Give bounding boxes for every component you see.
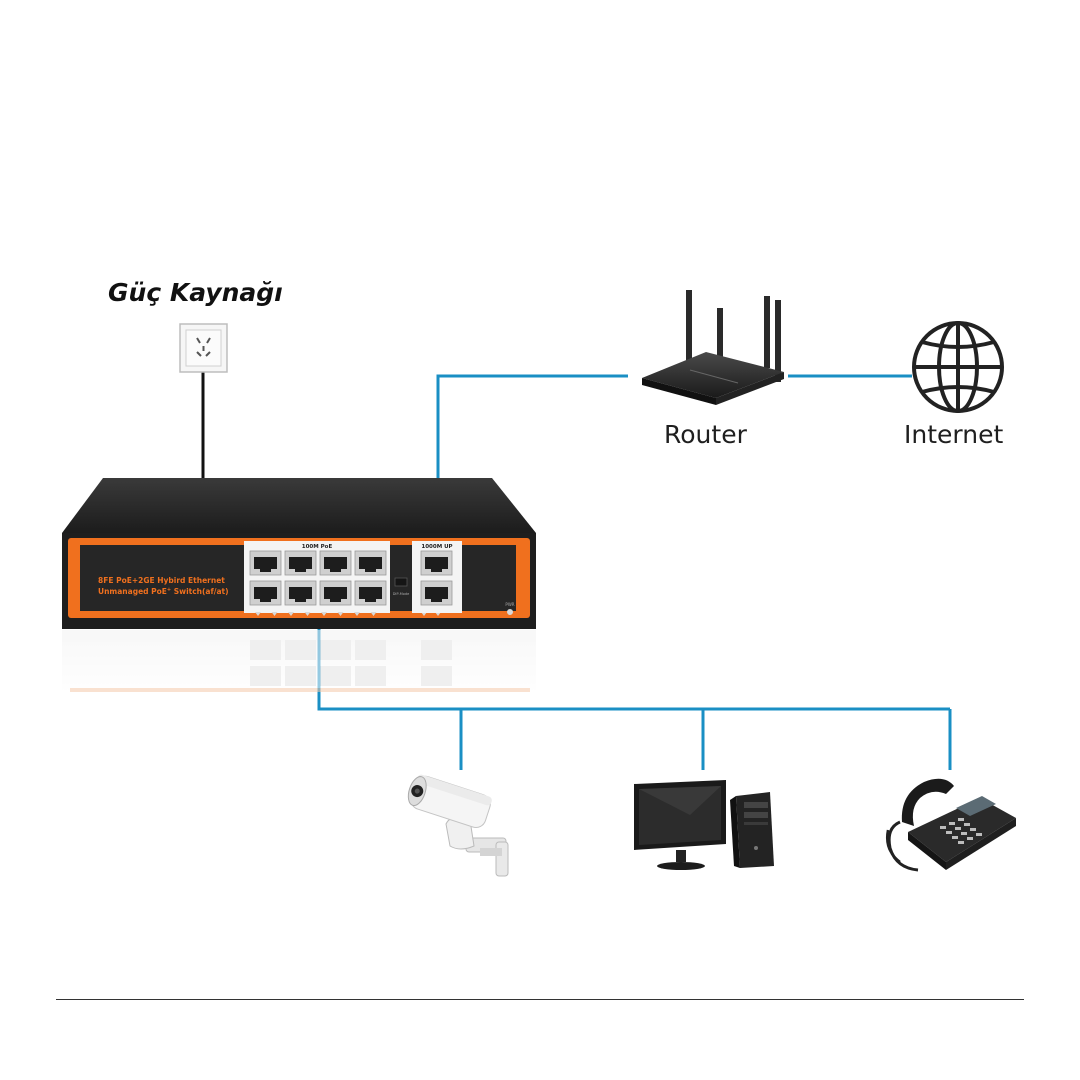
- phone-key: [958, 818, 964, 821]
- dip-mode-switch[interactable]: [394, 577, 408, 587]
- poe-port-6[interactable]: [284, 580, 317, 606]
- poe-port-8[interactable]: [354, 580, 387, 606]
- poe-port-3[interactable]: [319, 550, 352, 576]
- internet-label: Internet: [904, 420, 1004, 449]
- power-outlet-icon: [179, 323, 228, 373]
- phone-key: [949, 822, 955, 825]
- port-led: [321, 612, 327, 616]
- phone-key: [955, 827, 961, 830]
- switch-model-line-2: Unmanaged PoE+ Switch(af/at): [98, 587, 229, 596]
- power-led: [507, 609, 513, 615]
- poe-port-5[interactable]: [249, 580, 282, 606]
- phone-key: [967, 837, 973, 840]
- reflected-port: [355, 640, 386, 660]
- phone-key: [961, 832, 967, 835]
- switch-top: [62, 478, 536, 533]
- poe-port-4[interactable]: [354, 550, 387, 576]
- desk-phone-icon: [886, 778, 1016, 872]
- port-led: [354, 612, 360, 616]
- poe-ports: [249, 550, 387, 606]
- security-camera-icon: [407, 774, 509, 877]
- dip-mode-label: DIP-Mode: [393, 592, 410, 596]
- footer-divider: [56, 999, 1024, 1000]
- power-led-label: PWR: [505, 602, 514, 607]
- internet-globe-icon: [912, 321, 1004, 413]
- reflected-port: [285, 640, 316, 660]
- desktop-computer-icon: [634, 780, 774, 870]
- poe-port-1[interactable]: [249, 550, 282, 576]
- reflected-port: [250, 640, 281, 660]
- port-led: [304, 612, 311, 616]
- poe-port-2[interactable]: [284, 550, 317, 576]
- router-icon: [642, 290, 784, 405]
- phone-key: [946, 831, 952, 834]
- port-led: [337, 612, 344, 616]
- reflected-port: [320, 640, 351, 660]
- router-label: Router: [664, 420, 747, 449]
- uplink-port-1[interactable]: [420, 550, 453, 576]
- reflected-port: [421, 666, 452, 686]
- reflected-port: [320, 666, 351, 686]
- phone-key: [976, 833, 982, 836]
- poe-switch: 8FE PoE+2GE Hybird Ethernet Unmanaged Po…: [62, 478, 536, 629]
- phone-key: [952, 836, 958, 839]
- phone-key: [940, 826, 946, 829]
- uplink-ports: [420, 550, 453, 606]
- port-led: [370, 612, 377, 616]
- phone-key: [970, 828, 976, 831]
- reflected-port: [421, 640, 452, 660]
- power-source-label: Güç Kaynağı: [108, 278, 283, 307]
- reflected-port: [250, 666, 281, 686]
- reflected-port: [285, 666, 316, 686]
- port-led: [255, 612, 261, 616]
- port-led: [288, 612, 294, 616]
- poe-port-group-label: 100M PoE: [302, 544, 333, 550]
- switch-reflection: [62, 630, 536, 692]
- poe-port-7[interactable]: [319, 580, 352, 606]
- switch-model-line-1: 8FE PoE+2GE Hybird Ethernet: [98, 576, 225, 585]
- uplink-port-group-label: 1000M UP: [421, 544, 452, 550]
- uplink-port-2[interactable]: [420, 580, 453, 606]
- phone-key: [958, 841, 964, 844]
- port-led: [271, 612, 278, 616]
- reflected-port: [355, 666, 386, 686]
- phone-key: [964, 823, 970, 826]
